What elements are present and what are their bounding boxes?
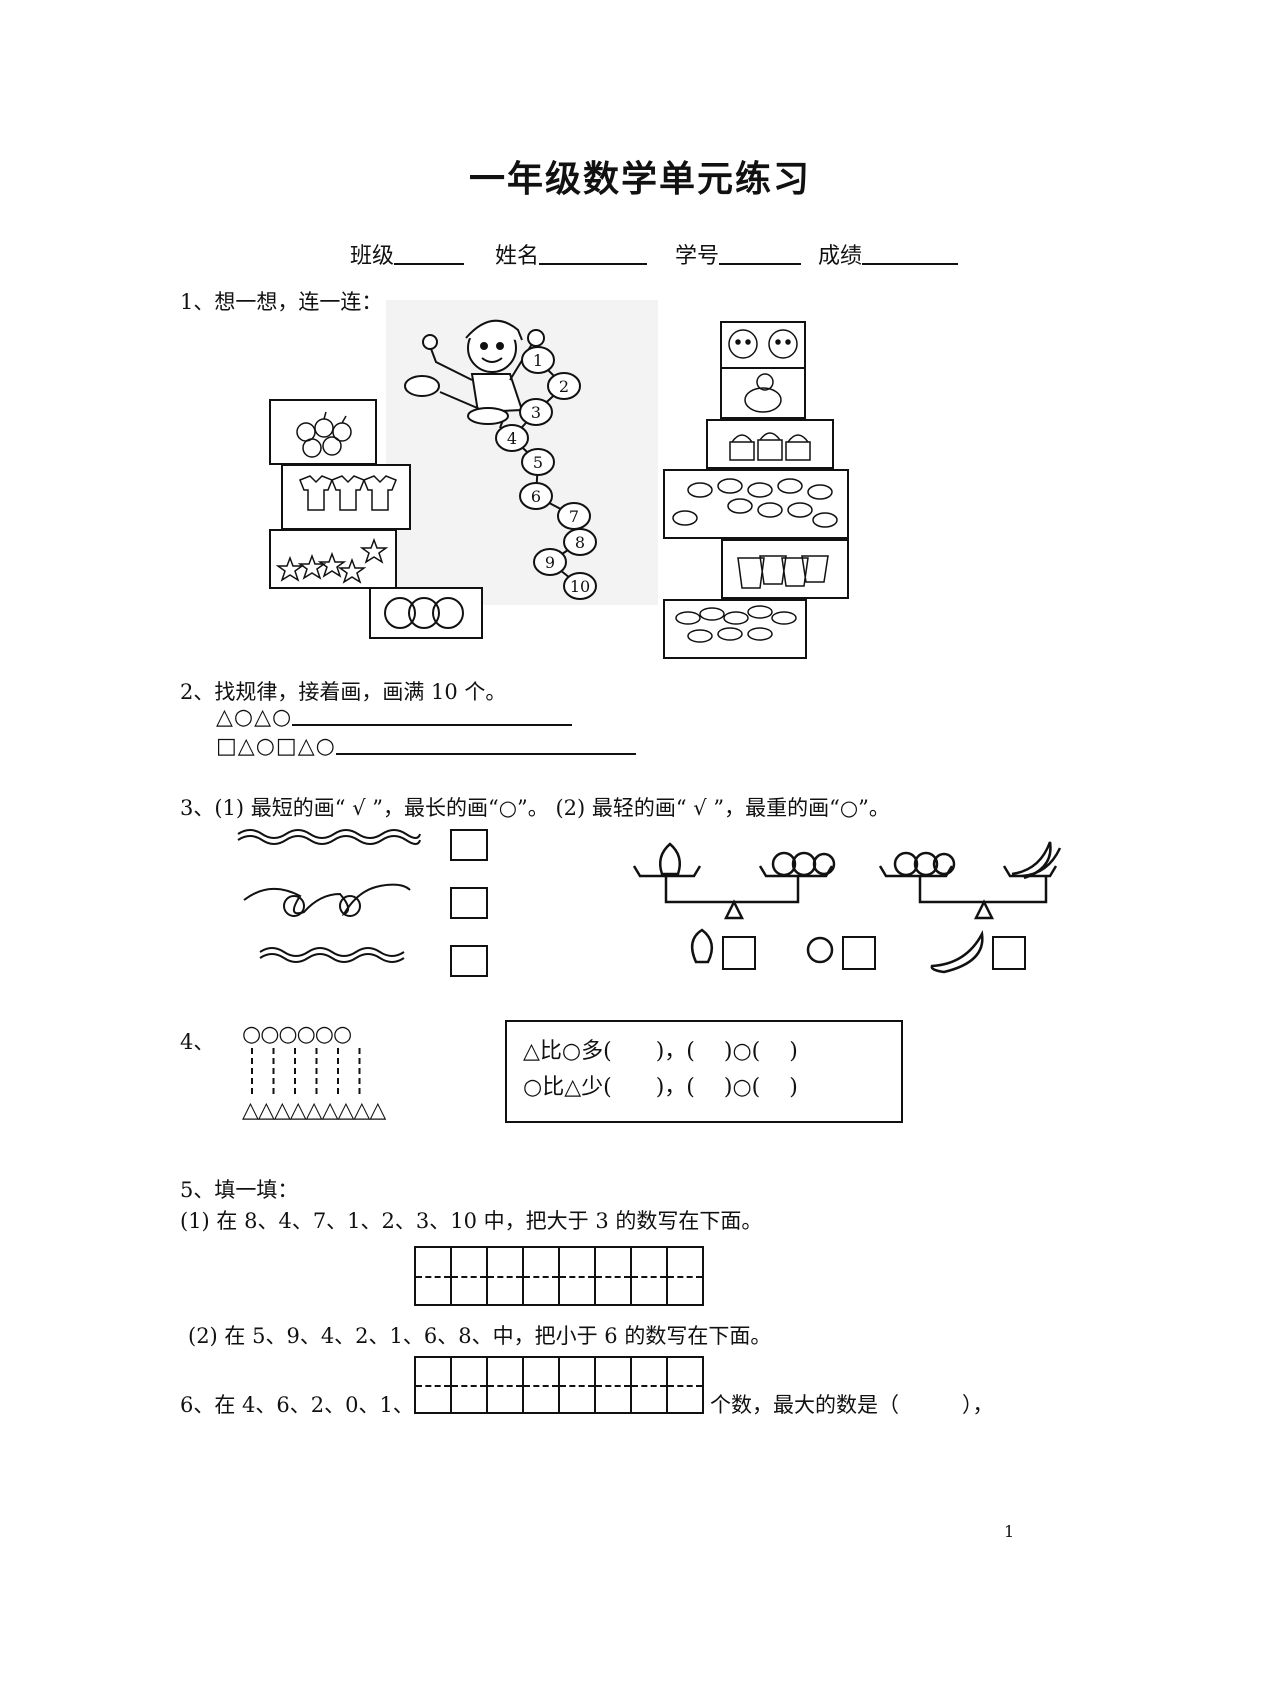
class-field[interactable]: 班级 — [350, 238, 465, 270]
monkeys-icon — [728, 329, 798, 359]
q5-part1: (1) 在 8、4、7、1、2、3、10 中，把大于 3 的数写在下面。 — [180, 1209, 763, 1233]
rope-1-icon — [237, 829, 421, 839]
student-id-blank[interactable] — [719, 241, 802, 265]
orange-answer-box[interactable] — [842, 936, 876, 970]
path-step-circle[interactable] — [563, 528, 597, 556]
rings-icon — [384, 597, 464, 629]
path-step-number: 5 — [533, 453, 543, 472]
name-blank[interactable] — [539, 241, 648, 265]
path-step-number: 1 — [533, 351, 543, 370]
pear-icon — [659, 842, 681, 876]
q4-dashed-lines — [251, 1048, 361, 1096]
banana-answer-box[interactable] — [992, 936, 1026, 970]
path-step-circle[interactable] — [519, 482, 553, 510]
ropes-drawing — [237, 829, 421, 963]
student-id-label: 学号 — [675, 244, 720, 269]
path-step-circle[interactable] — [533, 548, 567, 576]
path-step-circle[interactable] — [495, 424, 529, 452]
monkeys-box[interactable] — [720, 321, 806, 369]
name-field[interactable]: 姓名 — [495, 238, 648, 270]
rings-box[interactable] — [369, 587, 483, 639]
q4-triangles: △△△△△△△△△ — [242, 1098, 386, 1123]
buckets-icon — [737, 555, 829, 589]
q2-row1[interactable]: △○△○ — [216, 705, 573, 730]
page-title: 一年级数学单元练习 — [468, 158, 811, 200]
q2-row2-pattern: □△○□△○ — [216, 734, 336, 759]
apples-icon — [296, 411, 352, 458]
pear-small-icon — [690, 928, 714, 964]
fish-icon — [672, 478, 838, 528]
rope-1-answer-box[interactable] — [450, 829, 488, 861]
path-step-number: 10 — [570, 577, 590, 596]
path-step-number: 9 — [545, 553, 555, 572]
q4-compare-line2[interactable]: ○比△少( )，( )○( ) — [523, 1075, 798, 1100]
q4-label: 4、 — [180, 1030, 215, 1054]
score-field[interactable]: 成绩 — [818, 238, 959, 270]
path-step-number: 8 — [575, 533, 585, 552]
clothes-icon — [299, 475, 397, 511]
class-label: 班级 — [350, 244, 395, 269]
q5-part1-writing-grid[interactable] — [414, 1246, 704, 1306]
q6-suffix[interactable]: 个数，最大的数是（ ）， — [710, 1393, 994, 1417]
student-id-field[interactable]: 学号 — [675, 238, 802, 270]
q4-circles: ○○○○○○ — [242, 1022, 352, 1047]
path-step-circle[interactable] — [519, 398, 553, 426]
q2-row2[interactable]: □△○□△○ — [216, 734, 636, 759]
rope-2-answer-box[interactable] — [450, 887, 488, 919]
rope-2-icon — [243, 883, 411, 917]
page-number: 1 — [1004, 1522, 1015, 1541]
q2-row1-answer-line[interactable] — [292, 706, 573, 726]
path-step-circle[interactable] — [521, 346, 555, 374]
q1-label: 1、想一想，连一连： — [180, 290, 383, 314]
q4-compare-line1[interactable]: △比○多( )，( )○( ) — [523, 1039, 798, 1064]
rope-3-icon — [259, 947, 405, 957]
class-blank[interactable] — [394, 241, 465, 265]
name-label: 姓名 — [495, 244, 540, 269]
path-step-number: 4 — [507, 429, 517, 448]
orange-small-icon — [806, 936, 834, 964]
path-step-number: 6 — [531, 487, 541, 506]
baskets-icon — [729, 432, 811, 461]
q6-prefix: 6、在 4、6、2、0、1、 — [180, 1393, 414, 1417]
coins-icon — [675, 605, 797, 643]
q3-label: 3、(1) 最短的画“ √ ”，最长的画“○”。 (2) 最轻的画“ √ ”，最… — [180, 796, 890, 820]
q2-row1-pattern: △○△○ — [216, 705, 293, 730]
path-step-circle[interactable] — [521, 448, 555, 476]
path-step-circle[interactable] — [563, 572, 597, 600]
chicken-box[interactable] — [720, 367, 806, 419]
path-step-number: 7 — [569, 507, 579, 526]
q5-label: 5、填一填： — [180, 1178, 299, 1202]
path-step-number: 3 — [531, 403, 541, 422]
q4-compare-box: △比○多( )，( )○( ) ○比△少( )，( )○( ) — [505, 1020, 903, 1123]
fish-box[interactable] — [663, 469, 849, 539]
path-step-number: 2 — [559, 377, 569, 396]
buckets-box[interactable] — [721, 539, 849, 599]
pear-answer-box[interactable] — [722, 936, 756, 970]
oranges-icon — [771, 851, 797, 877]
baskets-box[interactable] — [706, 419, 834, 469]
score-blank[interactable] — [862, 241, 959, 265]
path-step-circle[interactable] — [547, 372, 581, 400]
q5-part2: (2) 在 5、9、4、2、1、6、8、中，把小于 6 的数写在下面。 — [188, 1324, 772, 1348]
chicken-icon — [744, 373, 782, 413]
q2-label: 2、找规律，接着画，画满 10 个。 — [180, 680, 507, 704]
rope-3-answer-box[interactable] — [450, 945, 488, 977]
balance-scales-drawing — [632, 841, 1062, 974]
stars-icon — [275, 537, 389, 584]
score-label: 成绩 — [818, 244, 863, 269]
bananas-icon — [1011, 841, 1052, 880]
banana-small-icon — [930, 930, 984, 974]
q2-row2-answer-line[interactable] — [335, 735, 636, 755]
apples-box[interactable] — [269, 399, 377, 465]
boy-drawing — [404, 319, 545, 429]
q5-part2-writing-grid[interactable] — [414, 1356, 704, 1414]
clothes-box[interactable] — [281, 464, 411, 530]
